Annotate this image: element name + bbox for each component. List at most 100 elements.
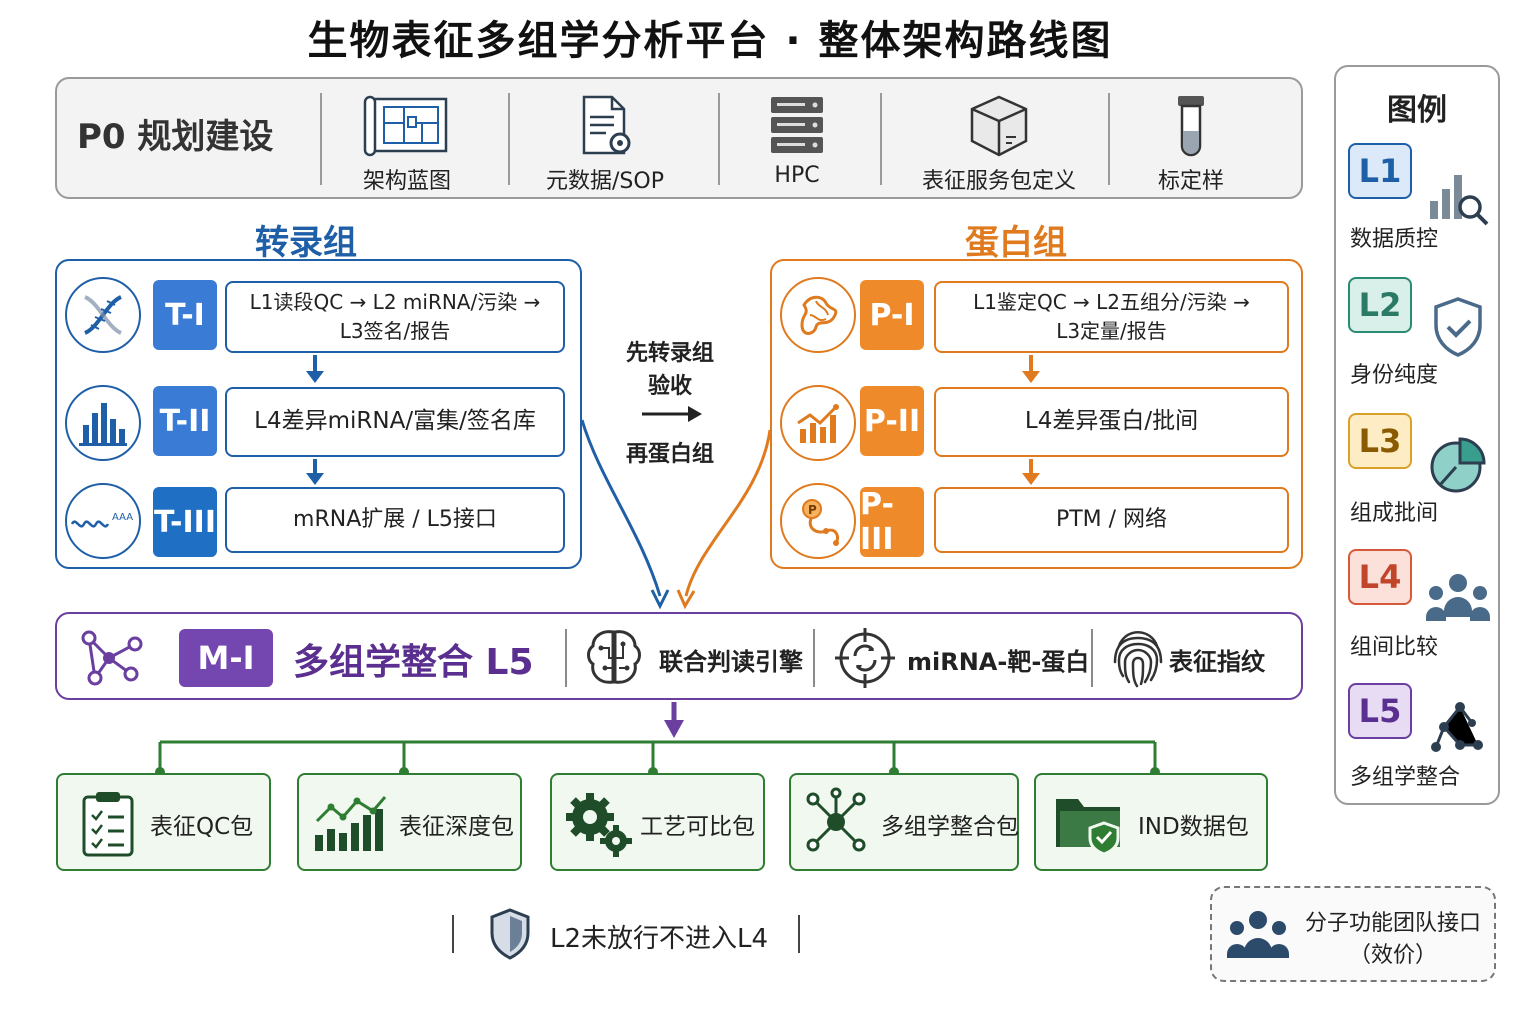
legend-badge-l3: L3 [1348,413,1412,469]
team-interface-box: 分子功能团队接口 （效价） [1210,886,1496,982]
divider [813,629,815,687]
p0-item-label: 表征服务包定义 [921,169,1076,194]
legend-panel: 图例 L1 数据质控 L2 身份纯度 L3 组成批间 L4 组间比较 L5 多组… [1334,65,1500,805]
shield-icon [488,908,532,964]
protein-structure-icon [780,277,856,353]
p-iii-box: PTM / 网络 [934,487,1289,553]
team-text-line2: （效价） [1348,942,1437,968]
p0-item-label: 架构蓝图 [362,169,451,194]
molecule-network-icon [801,787,871,861]
team-icon [1226,910,1290,964]
legend-label: 组间比较 [1350,635,1439,660]
divider [508,93,510,185]
clipboard-checklist-icon [78,789,138,863]
dna-icon [65,277,141,353]
p0-item-calibration-sample: 标定样 [1101,87,1281,194]
growth-chart-icon [311,791,389,859]
middle-text-line3: 再蛋白组 [625,442,714,467]
integration-title: 多组学整合 L5 [293,642,534,683]
arrow-down-icon [1022,459,1040,485]
network-icon [75,624,149,694]
divider [798,915,800,953]
gate-note: L2未放行不进入L4 [452,908,802,960]
document-gear-icon [570,93,640,163]
legend-badge-l1: L1 [1348,143,1412,199]
bar-magnifier-icon [1426,163,1492,233]
arrow-down-icon [306,459,324,485]
p-ii-box: L4差异蛋白/批间 [934,387,1289,457]
p-i-text-line2: L3定量/报告 [1056,319,1167,343]
p-i-box: L1鉴定QC → L2五组分/污染 → L3定量/报告 [934,281,1289,353]
divider [1108,93,1110,185]
arrow-down-icon [306,355,324,383]
p0-item-service-package: 表征服务包定义 [909,87,1089,194]
feature-mirna-target-protein: miRNA-靶-蛋白 [907,648,1090,676]
p0-planning-bar: P0 规划建设 架构蓝图 元数据/SOP HPC 表征服务包定义 标定样 [55,77,1303,199]
arrow-right-icon [642,406,702,422]
page-title: 生物表征多组学分析平台 · 整体架构路线图 [307,18,1113,64]
server-icon [765,93,829,163]
pie-chart-icon [1428,435,1488,499]
legend-badge-l4: L4 [1348,549,1412,605]
tag-p-ii: P-II [860,386,924,456]
output-label: 表征深度包 [399,814,514,840]
arrow-down-icon [1022,355,1040,383]
feature-characterization-fingerprint: 表征指纹 [1169,648,1265,676]
legend-title: 图例 [1387,93,1447,128]
mrna-polya-icon: AAA [65,483,141,559]
legend-badge-l2: L2 [1348,277,1412,333]
t-i-text-line1: L1读段QC → L2 miRNA/污染 → [249,290,541,314]
divider [1091,629,1093,687]
ptm-network-icon: P [780,483,856,559]
shield-check-icon [1430,295,1486,363]
output-depth-package: 表征深度包 [297,773,522,871]
p0-item-label: 标定样 [1157,169,1224,194]
divider [880,93,882,185]
output-label: 多组学整合包 [881,814,1019,840]
p0-title: P0 规划建设 [77,117,274,157]
blueprint-icon [362,93,452,163]
gate-text: L2未放行不进入L4 [550,924,769,954]
middle-text-line1: 先转录组 [625,341,714,366]
divider [320,93,322,185]
t-i-box: L1读段QC → L2 miRNA/污染 → L3签名/报告 [225,281,565,353]
package-box-icon [966,93,1032,163]
p0-item-blueprint: 架构蓝图 [317,87,497,194]
test-tube-icon [1173,93,1209,163]
legend-badge-l5: L5 [1348,683,1412,739]
p0-item-metadata: 元数据/SOP [515,87,695,194]
fingerprint-icon [1109,626,1167,694]
trend-chart-icon [780,385,856,461]
legend-label: 数据质控 [1350,227,1439,252]
tag-p-i: P-I [860,280,924,350]
output-process-comparability-package: 工艺可比包 [550,773,765,871]
tag-t-ii: T-II [153,386,217,456]
gears-icon [562,787,636,865]
proteome-panel: P-I L1鉴定QC → L2五组分/污染 → L3定量/报告 P-II L4差… [770,259,1303,569]
t-ii-box: L4差异miRNA/富集/签名库 [225,387,565,457]
proteome-title: 蛋白组 [965,223,1067,263]
transcriptome-title: 转录组 [255,223,357,263]
tag-t-i: T-I [153,280,217,350]
people-group-icon [1424,571,1492,631]
tag-t-iii: T-III [153,487,217,557]
p0-item-label: HPC [774,163,820,188]
output-qc-package: 表征QC包 [56,773,271,871]
transcriptome-panel: T-I L1读段QC → L2 miRNA/污染 → L3签名/报告 T-II … [55,259,582,569]
tag-p-iii: P-III [860,487,924,557]
p0-item-hpc: HPC [707,87,887,191]
output-ind-package: IND数据包 [1034,773,1268,871]
output-label: 表征QC包 [150,814,254,840]
node-graph-icon [1426,697,1490,761]
divider [565,629,567,687]
p-i-text-line1: L1鉴定QC → L2五组分/污染 → [973,290,1250,314]
p0-item-label: 元数据/SOP [546,169,664,194]
integration-panel: M-I 多组学整合 L5 联合判读引擎 miRNA-靶-蛋白 表征指纹 [55,612,1303,700]
output-label: IND数据包 [1138,814,1249,840]
legend-label: 身份纯度 [1350,363,1439,388]
feature-joint-interpretation: 联合判读引擎 [659,648,803,676]
divider [452,915,454,953]
folder-shield-icon [1052,789,1126,863]
tag-m-i: M-I [179,629,273,687]
output-label: 工艺可比包 [640,814,755,840]
